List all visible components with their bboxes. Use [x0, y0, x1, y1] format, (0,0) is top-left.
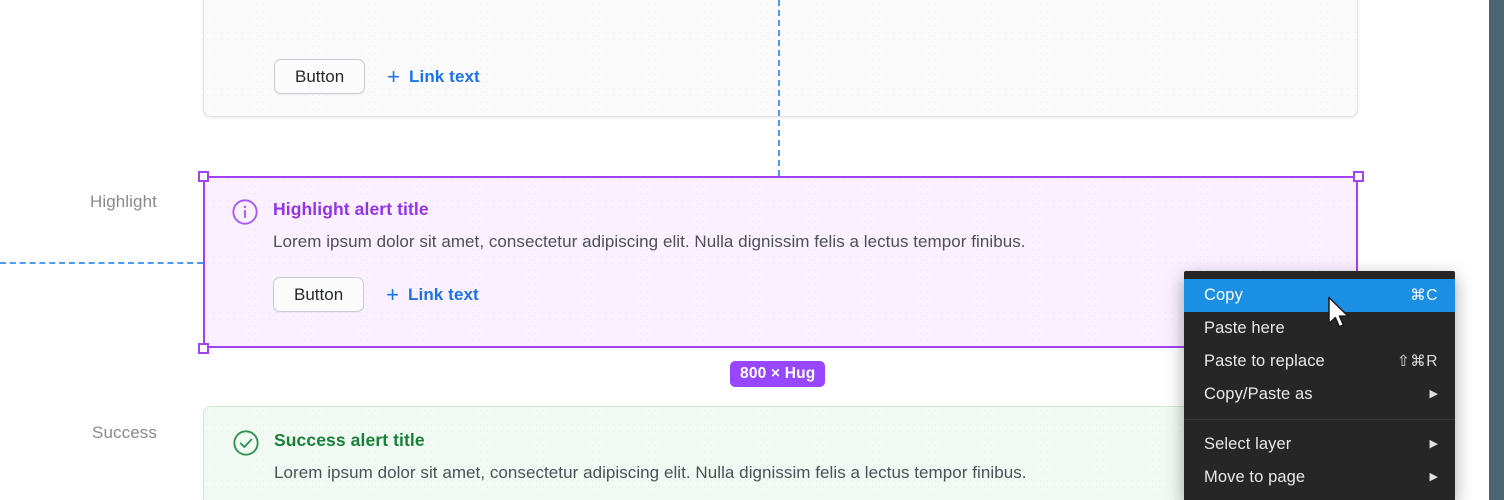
context-menu-label: Select layer	[1204, 435, 1292, 453]
context-menu-item-paste-here[interactable]: Paste here	[1184, 312, 1455, 345]
alert-link-label-highlight: Link text	[408, 284, 479, 304]
context-menu-label: Move to page	[1204, 468, 1306, 486]
mouse-cursor-icon	[1327, 296, 1353, 332]
selection-handle-top-right[interactable]	[1352, 170, 1364, 182]
alert-card-top[interactable]: Lorem ipsum dolor sit amet, consectetur …	[203, 0, 1358, 117]
context-menu-shortcut: ⇧⌘R	[1396, 353, 1438, 370]
alert-link-top[interactable]: + Link text	[387, 63, 480, 89]
context-menu-item-copy[interactable]: Copy ⌘C	[1184, 279, 1455, 312]
context-menu-item-paste-to-replace[interactable]: Paste to replace ⇧⌘R	[1184, 345, 1455, 378]
alert-link-highlight[interactable]: + Link text	[386, 281, 479, 307]
alert-link-label-top: Link text	[409, 66, 480, 86]
alert-body-highlight: Lorem ipsum dolor sit amet, consectetur …	[273, 232, 1026, 251]
selection-handle-top-left[interactable]	[197, 170, 209, 182]
context-menu[interactable]: Copy ⌘C Paste here Paste to replace ⇧⌘R …	[1184, 271, 1455, 500]
row-label-highlight: Highlight	[89, 192, 157, 211]
alert-button-highlight[interactable]: Button	[273, 277, 365, 312]
submenu-arrow-icon: ▶	[1429, 438, 1438, 450]
selection-handle-bottom-left[interactable]	[197, 342, 209, 354]
context-menu-shortcut: ⌘C	[1410, 287, 1438, 304]
submenu-arrow-icon: ▶	[1429, 471, 1438, 483]
alert-card-highlight[interactable]: Highlight alert title Lorem ipsum dolor …	[203, 176, 1358, 348]
context-menu-label: Copy/Paste as	[1204, 385, 1313, 403]
context-menu-item-select-layer[interactable]: Select layer ▶	[1184, 428, 1455, 461]
context-menu-label: Paste to replace	[1204, 352, 1325, 370]
plus-icon: +	[386, 281, 400, 307]
alert-title-highlight: Highlight alert title	[273, 199, 429, 219]
alignment-guide-horizontal	[0, 262, 203, 264]
context-menu-label: Paste here	[1204, 319, 1285, 337]
alert-button-top[interactable]: Button	[274, 59, 366, 94]
row-label-success: Success	[92, 423, 157, 442]
alert-actions-top: Button + Link text	[274, 59, 480, 94]
plus-icon: +	[387, 63, 401, 89]
context-menu-item-move-to-page[interactable]: Move to page ▶	[1184, 461, 1455, 494]
check-circle-icon	[232, 429, 260, 457]
context-menu-label: Copy	[1204, 286, 1243, 304]
context-menu-item-copy-paste-as[interactable]: Copy/Paste as ▶	[1184, 378, 1455, 411]
alert-body-success: Lorem ipsum dolor sit amet, consectetur …	[274, 463, 1027, 482]
alert-actions-highlight: Button + Link text	[273, 277, 479, 312]
submenu-arrow-icon: ▶	[1429, 388, 1438, 400]
size-badge: 800 × Hug	[730, 361, 826, 387]
info-circle-icon	[231, 198, 259, 226]
right-panel-strip	[1489, 0, 1504, 500]
alignment-guide-vertical	[778, 0, 780, 176]
alert-title-success: Success alert title	[274, 430, 425, 450]
alert-card-success[interactable]: Success alert title Lorem ipsum dolor si…	[203, 406, 1358, 500]
context-menu-divider	[1184, 419, 1455, 420]
